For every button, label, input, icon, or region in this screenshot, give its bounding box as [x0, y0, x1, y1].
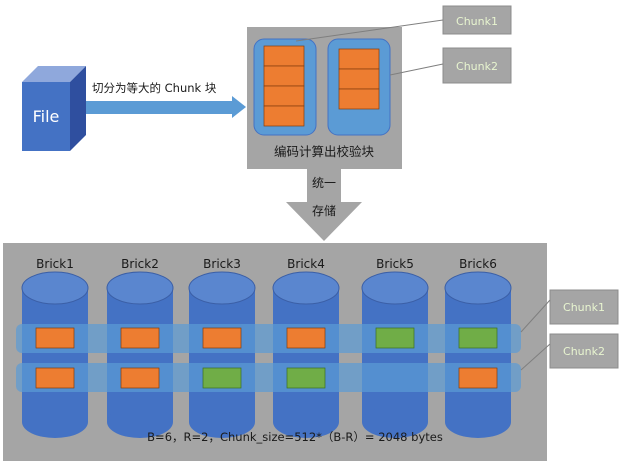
brick-6-row2-data-block	[458, 367, 498, 389]
brick-1-row1-data-block	[35, 327, 75, 349]
formula-text: B=6，R=2，Chunk_size=512*（B-R）= 2048 bytes	[147, 430, 443, 444]
top-chunk2-label: Chunk2	[456, 60, 498, 73]
bottom-chunk1-label: Chunk1	[563, 301, 605, 314]
brick-2	[106, 271, 174, 438]
store-arrow	[286, 169, 362, 241]
encode-label: 编码计算出校验块	[274, 144, 375, 159]
brick-3-row1-data-block	[202, 327, 242, 349]
bottom-chunk2-callout: Chunk2	[520, 333, 619, 371]
file-label: File	[33, 107, 60, 126]
brick-2-label: Brick2	[121, 257, 159, 271]
chunk1-stack	[263, 45, 305, 127]
brick-3-label: Brick3	[203, 257, 241, 271]
chunk2-band	[16, 363, 521, 392]
top-chunk2-callout: Chunk2	[389, 47, 512, 84]
brick-1	[21, 271, 89, 438]
brick-6	[444, 271, 512, 438]
brick-5-row1-parity-block	[375, 327, 415, 349]
brick-6-row1-parity-block	[458, 327, 498, 349]
brick-1-label: Brick1	[36, 257, 74, 271]
top-chunk1-label: Chunk1	[456, 15, 498, 28]
brick-4	[272, 271, 340, 438]
chunk1-band	[16, 324, 521, 353]
bottom-chunk1-callout: Chunk1	[520, 289, 619, 333]
store-label-2: 存储	[312, 203, 336, 218]
brick-2-row2-data-block	[120, 367, 160, 389]
brick-5	[361, 271, 429, 438]
brick-3	[188, 271, 256, 438]
split-label: 切分为等大的 Chunk 块	[92, 81, 217, 95]
brick-4-row1-data-block	[286, 327, 326, 349]
brick-3-row2-parity-block	[202, 367, 242, 389]
brick-5-label: Brick5	[376, 257, 414, 271]
chunk2-stack	[338, 48, 380, 110]
brick-4-row2-parity-block	[286, 367, 326, 389]
store-label-1: 统一	[312, 176, 336, 190]
file-cube: File	[22, 66, 86, 151]
brick-6-label: Brick6	[459, 257, 497, 271]
bottom-chunk2-label: Chunk2	[563, 345, 605, 358]
top-chunk1-callout: Chunk1	[295, 5, 512, 42]
brick-4-label: Brick4	[287, 257, 325, 271]
brick-1-row2-data-block	[35, 367, 75, 389]
split-arrow	[86, 96, 246, 118]
brick-2-row1-data-block	[120, 327, 160, 349]
